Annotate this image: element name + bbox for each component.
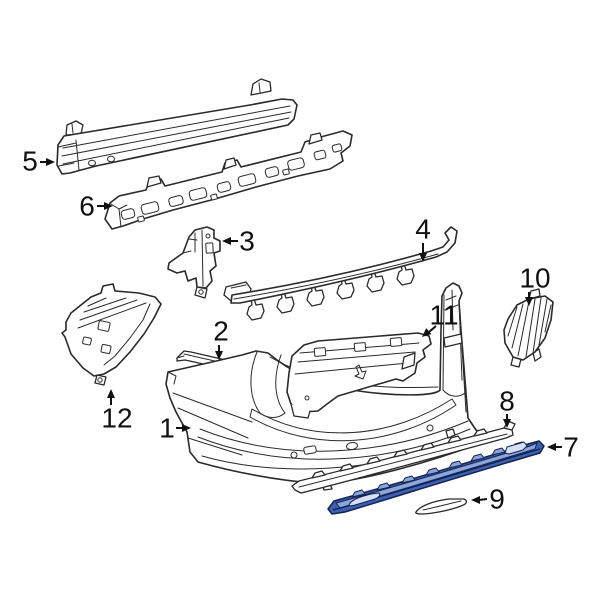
part-6-tab	[308, 132, 323, 145]
callout-2-label: 2	[213, 316, 229, 347]
part-1-sensor-hole	[346, 441, 358, 451]
callout-7-arrowhead	[547, 443, 556, 451]
part-3-outline	[167, 226, 221, 289]
part-7-lower-valance-highlighted[interactable]	[327, 440, 545, 515]
part-10-ribs	[507, 297, 552, 358]
callout-7[interactable]: 7	[547, 432, 579, 463]
part-12-foot-hole	[97, 377, 103, 383]
part-12-ribs	[77, 297, 147, 329]
part-11-step	[401, 352, 416, 370]
part-5-contours	[57, 105, 292, 171]
part-9-inner-line	[422, 500, 462, 511]
callout-6-label: 6	[79, 191, 95, 222]
callout-12-arrowhead	[107, 389, 115, 398]
part-12-hole	[100, 343, 112, 355]
part-12-hole	[82, 336, 92, 346]
callout-11-arrow	[428, 325, 437, 333]
part-1-liner-band	[249, 398, 457, 442]
part-5-impact-bar[interactable]	[56, 78, 298, 175]
part-12-shield[interactable]	[61, 283, 162, 386]
part-1-bottom-tab	[445, 428, 456, 439]
part-4-contour	[233, 253, 439, 300]
part-5-hole	[88, 159, 96, 167]
callout-8-arrowhead	[503, 419, 511, 428]
callout-10-label: 10	[519, 263, 550, 294]
part-1-sensor-hole	[290, 451, 298, 459]
part-11-hole	[304, 395, 310, 401]
part-7-right-slot	[504, 441, 528, 455]
part-1-plate-recess	[303, 445, 317, 455]
part-3-foot-hole	[198, 289, 204, 295]
callout-3-arrowhead	[222, 237, 231, 245]
part-5-left-ear-line	[71, 123, 74, 134]
callout-4[interactable]: 4	[415, 214, 431, 263]
part-1-sensor-hole	[426, 424, 434, 432]
part-11-arrow-mark	[354, 364, 367, 380]
callout-2-arrowhead	[215, 351, 223, 360]
part-6-cutouts	[120, 143, 343, 223]
part-5-right-ear	[250, 78, 272, 96]
callout-12-label: 12	[101, 403, 132, 434]
part-3-hole	[205, 233, 211, 239]
part-11-clip	[313, 347, 327, 357]
part-1-corner-slot	[443, 333, 463, 348]
callout-11-label: 11	[429, 300, 458, 331]
callout-8-label: 8	[499, 386, 515, 417]
callout-7-label: 7	[563, 432, 579, 463]
callout-11[interactable]: 11	[422, 300, 459, 338]
part-4-left-plate-line	[230, 284, 247, 289]
callout-10[interactable]: 10	[519, 263, 551, 307]
callout-9-label: 9	[489, 484, 505, 515]
callout-3-label: 3	[239, 226, 255, 257]
part-10-corner-bracket[interactable]	[503, 288, 554, 368]
part-11-step-pad[interactable]	[286, 332, 432, 419]
part-4-support-rail[interactable]	[223, 226, 458, 321]
callout-9-arrowhead	[471, 496, 480, 504]
part-6-outline	[104, 130, 353, 230]
callout-9[interactable]: 9	[471, 484, 505, 515]
part-6-end-lines	[110, 203, 128, 228]
part-5-right-ear-line	[258, 82, 261, 93]
part-5-outline	[56, 98, 298, 175]
part-1-left-creases	[167, 371, 253, 456]
part-11-clip	[389, 337, 403, 347]
part-6-energy-absorber[interactable]	[104, 130, 353, 230]
part-3-bracket[interactable]	[167, 226, 221, 299]
callout-4-arrowhead	[419, 253, 427, 262]
part-5-hole	[107, 155, 115, 163]
callout-11-arrowhead	[422, 328, 432, 337]
callout-1-label: 1	[159, 413, 175, 444]
part-8-inner-line	[298, 433, 508, 488]
callout-5-label: 5	[22, 146, 38, 177]
callout-9-arrow	[478, 498, 488, 501]
part-3-slot	[205, 242, 214, 254]
callout-5[interactable]: 5	[22, 146, 55, 177]
callout-6-arrowhead	[104, 202, 113, 210]
part-12-hole	[97, 320, 111, 332]
part-8-trim-strip[interactable]	[291, 420, 516, 494]
part-9-reflector[interactable]	[415, 498, 468, 515]
part-6-tab	[146, 175, 162, 188]
callout-12[interactable]: 12	[101, 389, 133, 434]
callout-8[interactable]: 8	[499, 386, 515, 429]
part-8-bumps	[311, 428, 488, 479]
callout-10-arrowhead	[525, 297, 533, 306]
part-7-bumps	[351, 441, 526, 498]
callout-1[interactable]: 1	[159, 413, 191, 444]
callout-5-arrowhead	[46, 158, 55, 166]
callout-6[interactable]: 6	[79, 191, 113, 222]
part-7-left-slot	[348, 492, 381, 507]
callout-1-arrowhead	[182, 424, 191, 432]
part-4-hooks	[246, 263, 415, 321]
part-12-inner-contour	[103, 303, 151, 366]
part-12-outline	[61, 283, 162, 377]
callout-2[interactable]: 2	[213, 316, 229, 361]
callout-3[interactable]: 3	[222, 226, 255, 257]
part-11-flap	[290, 403, 311, 419]
part-6-tab	[223, 157, 237, 170]
part-3-details	[182, 229, 204, 287]
callout-4-label: 4	[415, 214, 431, 245]
part-11-clip	[353, 342, 367, 352]
